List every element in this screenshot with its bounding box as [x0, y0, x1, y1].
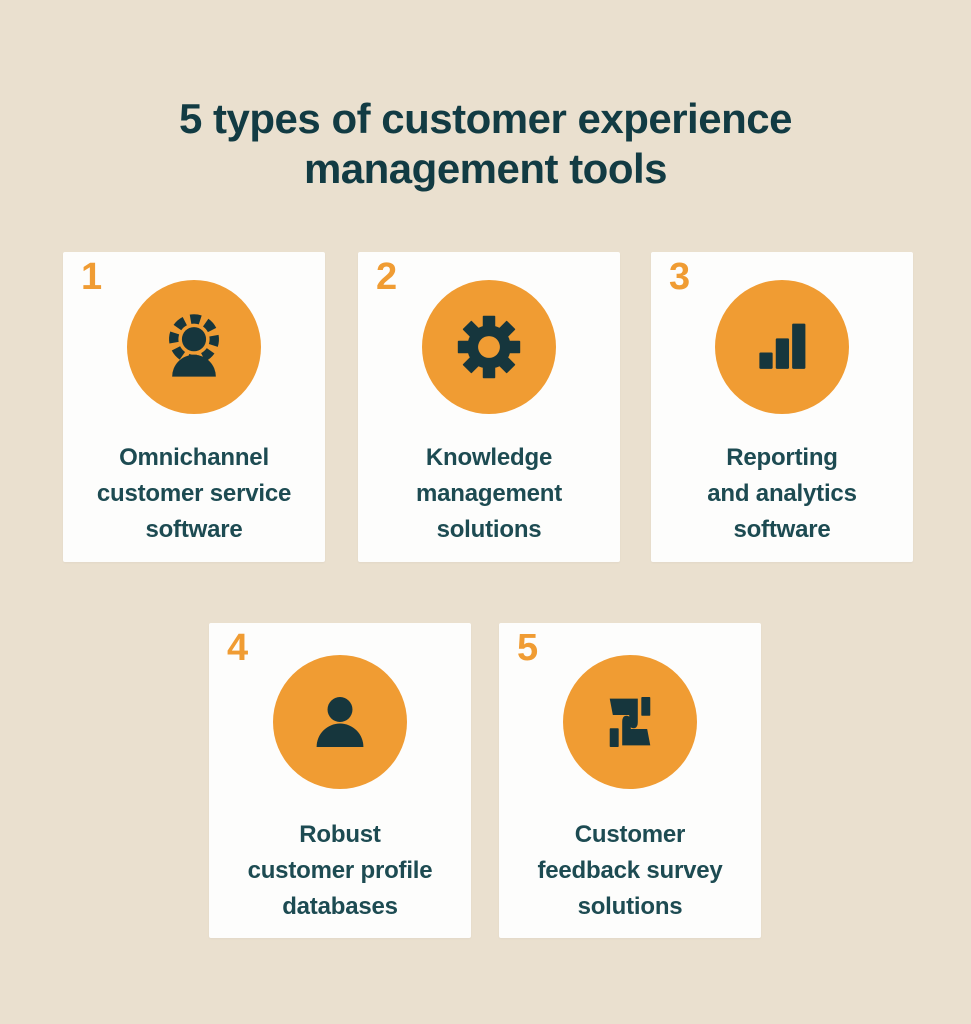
card-number: 1: [81, 256, 103, 298]
support-agent-icon: [169, 314, 219, 377]
card-number: 4: [227, 627, 249, 669]
card-label: Knowledge management solutions: [415, 444, 563, 543]
icon-circle: [127, 280, 261, 414]
gear-icon: [457, 315, 521, 379]
page-title: 5 types of customer experience managemen…: [179, 95, 792, 193]
card-number: 5: [517, 627, 539, 669]
thumbs-feedback-icon: [609, 697, 651, 747]
user-icon: [316, 697, 364, 747]
card-number: 3: [669, 256, 691, 298]
card-reporting-analytics: 3 Reporting and analytics software: [651, 252, 913, 562]
bar-chart-icon: [759, 323, 806, 369]
card-label: Reporting and analytics software: [707, 444, 857, 543]
card-knowledge-management: 2 Knowledge management solutions: [358, 252, 620, 562]
icon-circle: [715, 280, 849, 414]
card-label: Robust customer profile databases: [247, 821, 433, 920]
card-label: Customer feedback survey solutions: [537, 821, 723, 920]
card-label: Omnichannel customer service software: [96, 444, 292, 543]
icon-circle: [563, 655, 697, 789]
card-customer-profile-databases: 4 Robust customer profile databases: [209, 623, 471, 938]
card-omnichannel-customer-service: 1 Omnichannel customer service software: [63, 252, 325, 562]
icon-circle: [273, 655, 407, 789]
icon-circle: [422, 280, 556, 414]
card-number: 2: [376, 256, 398, 298]
card-feedback-survey: 5 Customer feedback survey solutions: [499, 623, 761, 938]
